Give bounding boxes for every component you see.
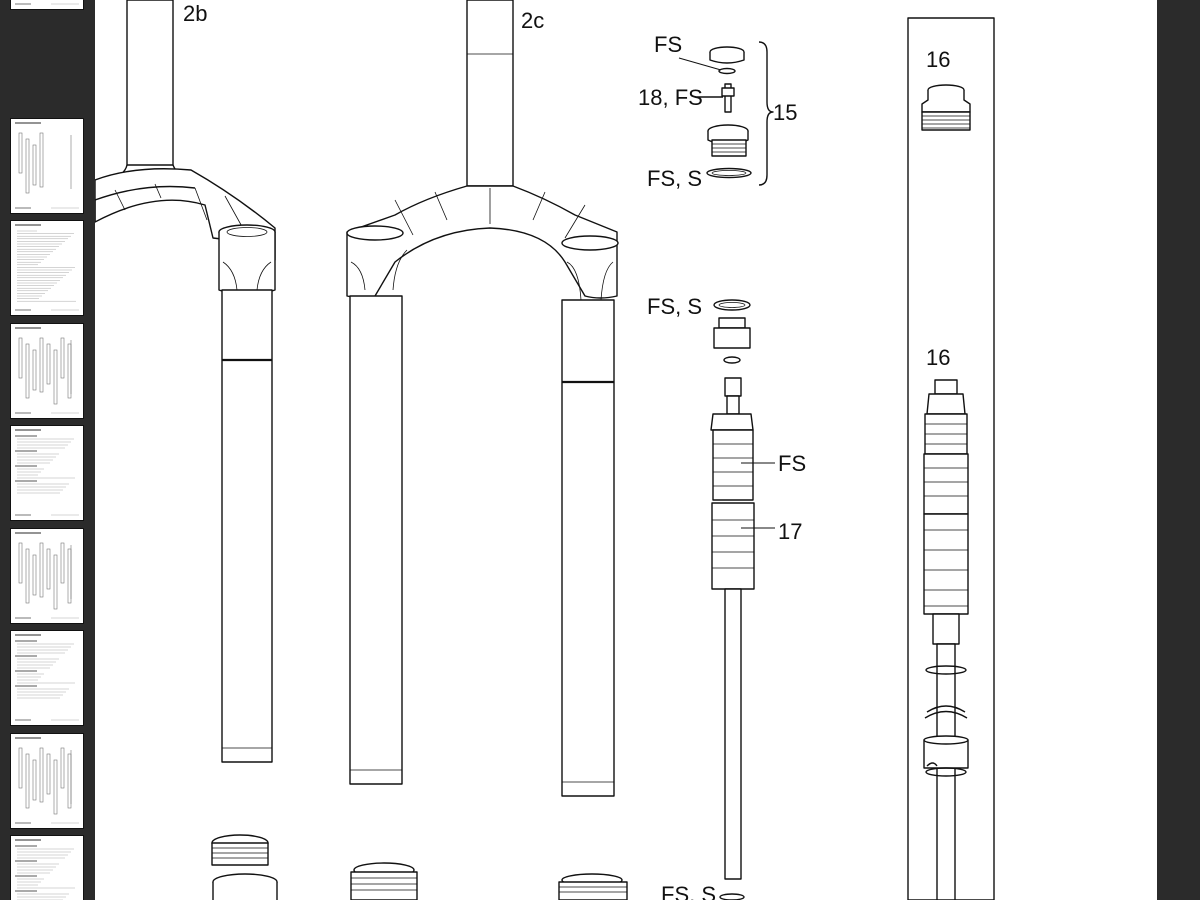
- label-fs-s-2: FS, S: [647, 294, 703, 319]
- stanchion-tube-2b: [222, 290, 272, 762]
- stanchion-tube-2c-right: [562, 300, 614, 796]
- page-thumbnail[interactable]: [10, 118, 84, 214]
- part-16-cartridge: [924, 380, 968, 900]
- label-18-fs: 18, FS: [638, 85, 703, 110]
- document-page: 2b 2c FS 18, FS FS, S 15 16 FS, S 16 FS …: [95, 0, 1157, 900]
- part-15-assembly: [679, 42, 773, 185]
- page-thumbnail-sidebar[interactable]: [0, 0, 93, 900]
- fork-crown-2b: [95, 0, 275, 295]
- fork-crown-2c: [347, 0, 618, 300]
- document-viewer[interactable]: 2b 2c FS 18, FS FS, S 15 16 FS, S 16 FS …: [93, 0, 1200, 900]
- page-thumbnail[interactable]: [10, 733, 84, 829]
- label-fs-mid: FS: [778, 451, 807, 476]
- label-16-top: 16: [926, 47, 951, 72]
- label-16-mid: 16: [926, 345, 951, 370]
- label-fs-s-3: FS, S: [661, 882, 717, 900]
- label-2b: 2b: [183, 1, 208, 26]
- top-cap-bottom-left: [212, 835, 277, 900]
- thumbnail-preview: [15, 327, 79, 414]
- top-cap-bottom-center: [351, 863, 417, 900]
- thumbnail-preview: [15, 839, 75, 900]
- vertical-scrollbar[interactable]: [1160, 0, 1200, 900]
- page-thumbnail[interactable]: [10, 323, 84, 419]
- part-16-top-cap: [922, 85, 970, 130]
- page-thumbnail[interactable]: [10, 528, 84, 624]
- exploded-parts-diagram: [95, 0, 1157, 900]
- label-fs-s-1: FS, S: [647, 166, 703, 191]
- label-15: 15: [773, 100, 798, 125]
- page-thumbnail[interactable]: [10, 220, 84, 316]
- thumbnail-preview: [15, 3, 79, 5]
- thumbnail-preview: [15, 122, 79, 209]
- page-thumbnail[interactable]: [10, 0, 84, 10]
- thumbnail-preview: [15, 429, 79, 516]
- label-17: 17: [778, 519, 803, 544]
- page-thumbnail[interactable]: [10, 835, 84, 900]
- thumbnail-preview: [15, 737, 79, 824]
- top-cap-bottom-right: [559, 874, 627, 900]
- label-fs-top: FS: [654, 32, 683, 57]
- thumbnail-preview: [15, 634, 79, 721]
- thumbnail-preview: [15, 224, 79, 311]
- stanchion-tube-2c-left: [350, 296, 402, 784]
- label-2c: 2c: [521, 8, 545, 33]
- page-thumbnail[interactable]: [10, 425, 84, 521]
- page-thumbnail[interactable]: [10, 630, 84, 726]
- thumbnail-preview: [15, 532, 79, 619]
- part-17-damper-assembly: [711, 300, 775, 900]
